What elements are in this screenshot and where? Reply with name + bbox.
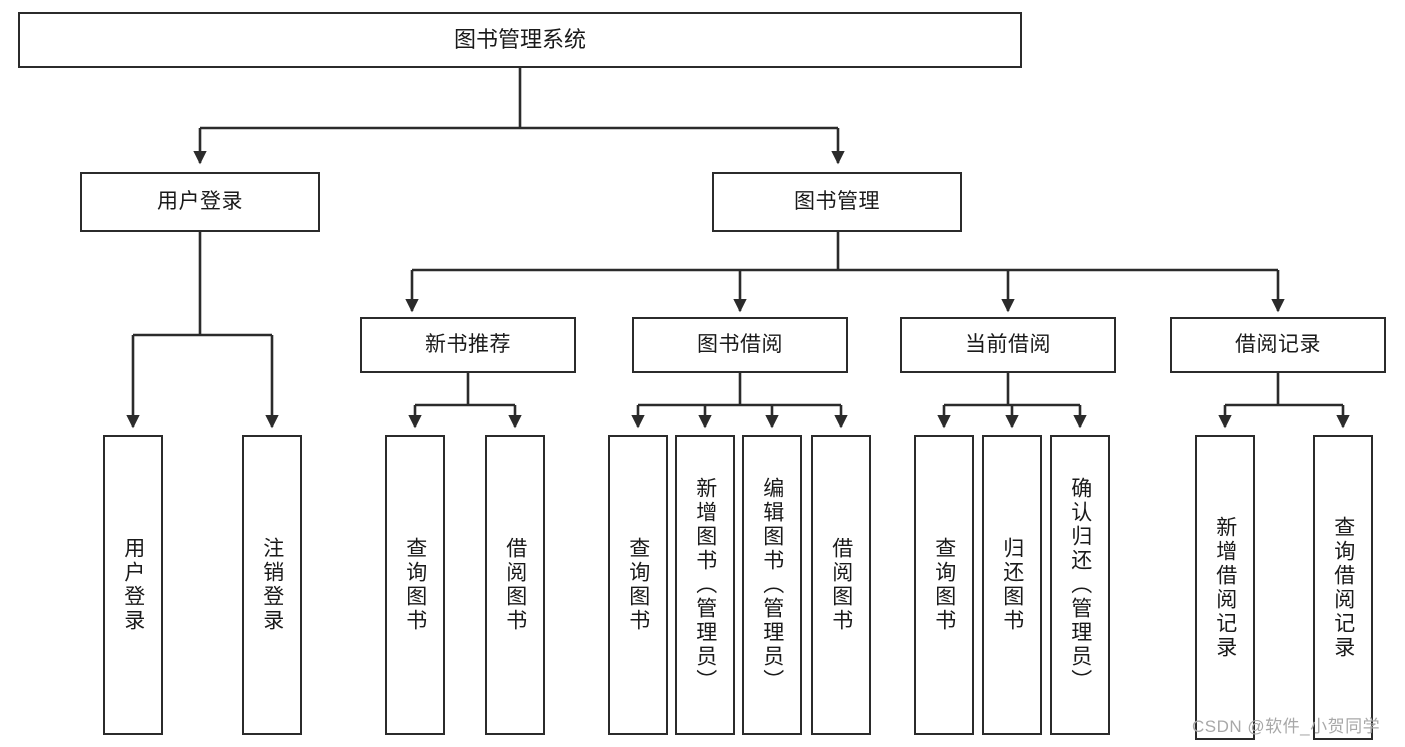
node-label: 注销登录 [260,537,284,633]
leaf-current-confirm-return[interactable]: 确认归还（管理员） [1050,435,1110,735]
node-user-login[interactable]: 用户登录 [80,172,320,232]
node-book-borrow[interactable]: 图书借阅 [632,317,848,373]
node-label: 图书借阅 [697,333,783,357]
csdn-watermark: CSDN @软件_小贺同学 [1192,717,1381,736]
node-label: 用户登录 [157,190,243,214]
node-label: 查询图书 [932,537,956,633]
node-label: 图书管理 [794,190,880,214]
leaf-record-add-record[interactable]: 新增借阅记录 [1195,435,1255,740]
leaf-borrow-query-book[interactable]: 查询图书 [608,435,668,735]
node-label: 查询图书 [626,537,650,633]
node-label: 归还图书 [1000,537,1024,633]
node-new-book-recommend[interactable]: 新书推荐 [360,317,576,373]
node-label: 图书管理系统 [453,26,586,52]
leaf-current-return-book[interactable]: 归还图书 [982,435,1042,735]
node-label: 用户登录 [121,537,145,633]
leaf-user-login-login[interactable]: 用户登录 [103,435,163,735]
node-label: 查询借阅记录 [1331,515,1355,660]
node-label: 新增图书（管理员） [693,477,717,693]
node-root-system[interactable]: 图书管理系统 [18,12,1022,68]
node-label: 借阅记录 [1235,333,1321,357]
node-book-management[interactable]: 图书管理 [712,172,962,232]
node-current-borrow[interactable]: 当前借阅 [900,317,1116,373]
node-borrow-record[interactable]: 借阅记录 [1170,317,1386,373]
node-label: 新书推荐 [425,333,511,357]
node-label: 确认归还（管理员） [1068,477,1092,693]
leaf-borrow-borrow-book[interactable]: 借阅图书 [811,435,871,735]
leaf-user-login-logout[interactable]: 注销登录 [242,435,302,735]
node-label: 当前借阅 [965,333,1051,357]
node-label: 借阅图书 [829,537,853,633]
leaf-current-query-book[interactable]: 查询图书 [914,435,974,735]
node-label: 查询图书 [403,537,427,633]
leaf-recommend-query-book[interactable]: 查询图书 [385,435,445,735]
node-label: 新增借阅记录 [1213,515,1237,660]
leaf-borrow-add-book[interactable]: 新增图书（管理员） [675,435,735,735]
node-label: 借阅图书 [503,537,527,633]
leaf-recommend-borrow-book[interactable]: 借阅图书 [485,435,545,735]
node-label: 编辑图书（管理员） [760,477,784,693]
leaf-record-query-record[interactable]: 查询借阅记录 [1313,435,1373,740]
leaf-borrow-edit-book[interactable]: 编辑图书（管理员） [742,435,802,735]
